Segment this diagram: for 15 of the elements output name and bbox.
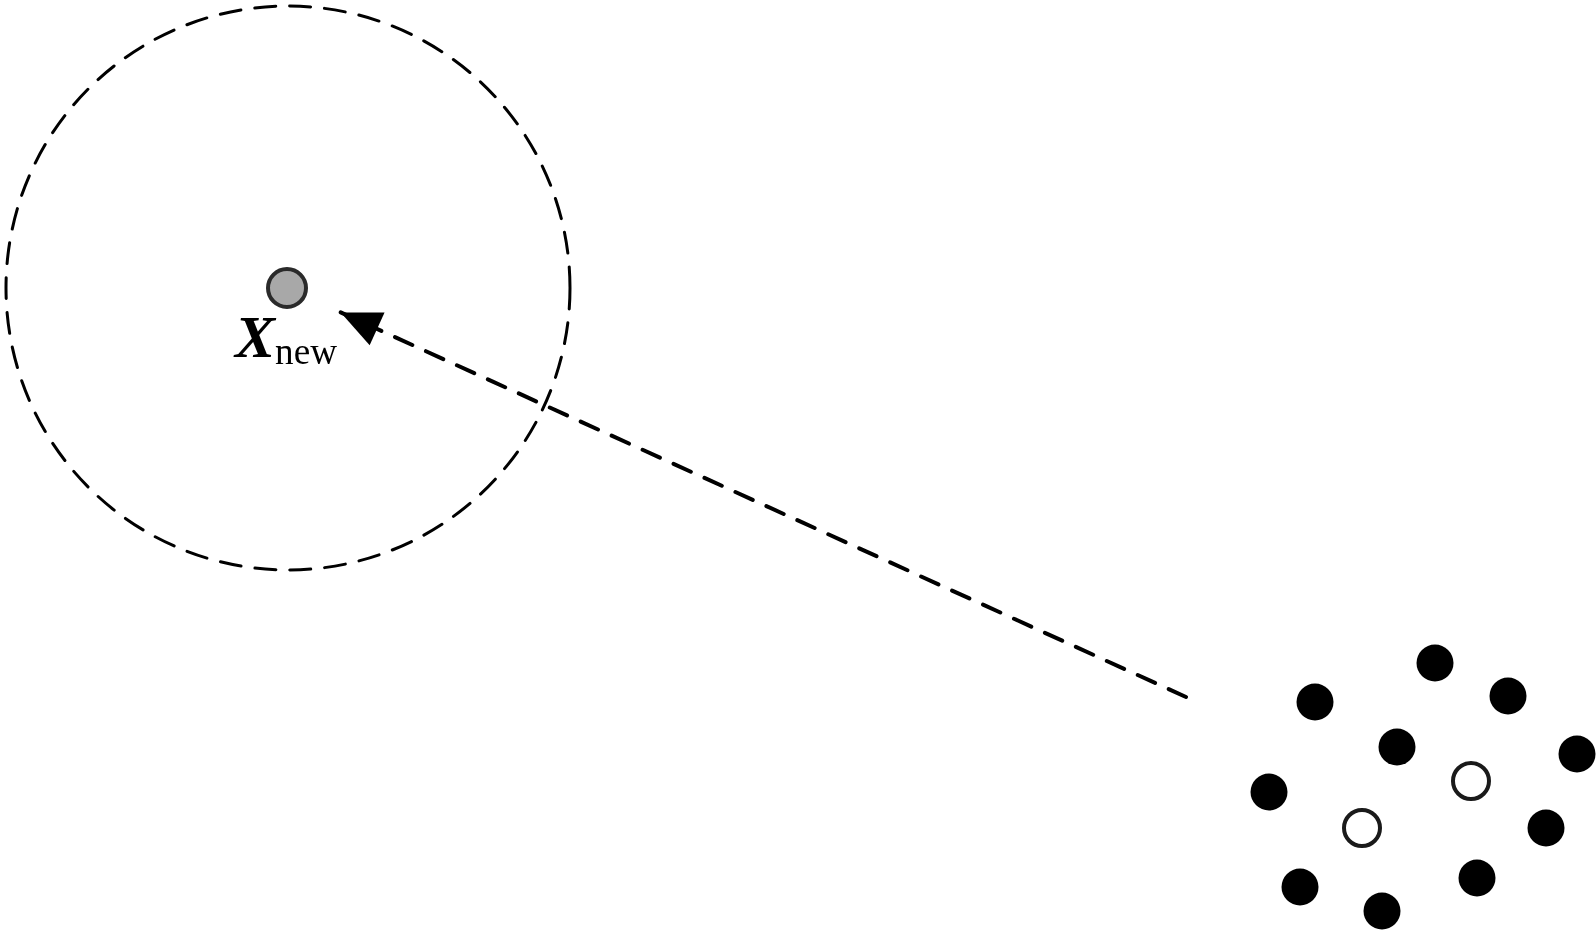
filled-dot <box>1415 643 1455 683</box>
point-label: X$_{new}$ <box>235 307 337 367</box>
filled-dot <box>1295 682 1335 722</box>
filled-dot <box>1362 891 1402 930</box>
filled-dot <box>1526 808 1566 848</box>
hollow-dot <box>1451 761 1491 801</box>
filled-dot <box>1488 676 1528 716</box>
dashed-arrow <box>338 310 1188 699</box>
dashed-circle <box>4 4 572 572</box>
filled-dot <box>1457 858 1497 898</box>
filled-dot <box>1249 772 1289 812</box>
filled-dot <box>1557 734 1596 774</box>
hollow-dot <box>1342 808 1382 848</box>
filled-dot <box>1377 727 1417 767</box>
filled-dot <box>1280 867 1320 907</box>
